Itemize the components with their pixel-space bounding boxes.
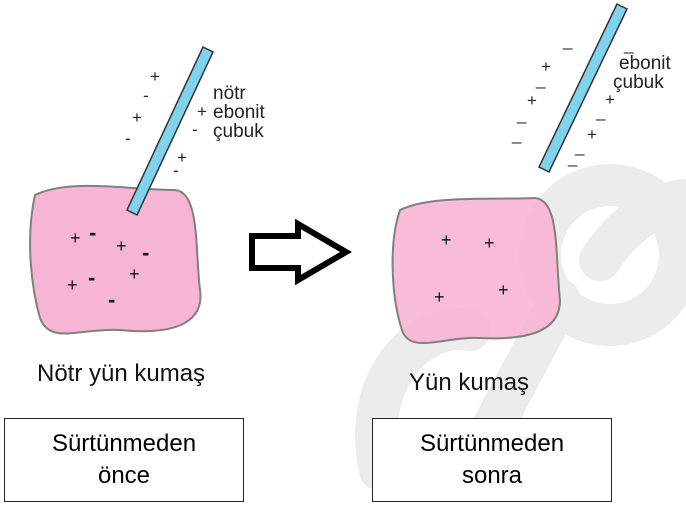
svg-text:_: _ xyxy=(535,70,546,89)
svg-text:_: _ xyxy=(562,31,573,50)
wool-cloth-after xyxy=(391,196,562,344)
svg-text:-: - xyxy=(192,120,198,139)
svg-text:+: + xyxy=(67,275,78,295)
svg-text:-: - xyxy=(142,240,149,265)
rod-label-rod: çubuk xyxy=(213,121,264,142)
cloth-caption-after: Yün kumaş xyxy=(409,369,530,396)
svg-text:+: + xyxy=(484,233,495,253)
svg-text:+: + xyxy=(116,236,127,256)
rod-label-ebonite-after: ebonit xyxy=(619,53,671,74)
svg-text:+: + xyxy=(441,230,452,250)
after-box-line-2: sonra xyxy=(461,462,523,489)
ebonite-rod-before xyxy=(126,45,214,217)
svg-text:+: + xyxy=(587,125,597,144)
rod-charges-after: _ + _ + _ _ + _ _ + _ _ xyxy=(511,31,634,167)
svg-text:+: + xyxy=(150,67,160,86)
svg-text:+: + xyxy=(177,148,187,167)
svg-text:+: + xyxy=(129,264,140,284)
cloth-caption-before: Nötr yün kumaş xyxy=(37,360,206,387)
svg-text:-: - xyxy=(89,220,96,245)
svg-text:_: _ xyxy=(511,125,522,144)
svg-text:+: + xyxy=(70,228,81,248)
svg-text:-: - xyxy=(125,129,131,148)
svg-text:+: + xyxy=(605,90,615,109)
after-friction-box: Sürtünmeden sonra xyxy=(372,418,612,502)
before-friction-box: Sürtünmeden önce xyxy=(4,418,244,502)
cloth-charges-before: + - + - + - + - xyxy=(67,220,149,312)
before-box-line-2: önce xyxy=(97,462,151,489)
svg-text:_: _ xyxy=(595,102,606,121)
svg-text:+: + xyxy=(197,102,207,121)
svg-text:-: - xyxy=(108,287,115,312)
before-box-line-1: Sürtünmeden xyxy=(51,430,197,457)
svg-text:+: + xyxy=(434,287,445,307)
svg-text:+: + xyxy=(132,108,142,127)
after-box-line-1: Sürtünmeden xyxy=(419,430,565,457)
cloth-charges-after: + + + + xyxy=(434,230,509,307)
svg-text:_: _ xyxy=(516,105,527,124)
svg-text:_: _ xyxy=(574,137,585,156)
rod-charges-before: + - + - + - + - xyxy=(125,67,207,180)
rod-label-rod-after: çubuk xyxy=(613,72,664,93)
svg-text:_: _ xyxy=(567,148,578,167)
svg-text:-: - xyxy=(173,161,179,180)
rod-label-ebonite: ebonit xyxy=(213,102,265,123)
svg-text:+: + xyxy=(527,91,537,110)
ebonite-rod-after xyxy=(538,2,628,174)
hollow-right-arrow-icon xyxy=(249,218,352,286)
rod-label-neutral: nötr xyxy=(213,83,246,104)
svg-text:-: - xyxy=(143,86,149,105)
svg-text:+: + xyxy=(498,280,509,300)
svg-text:-: - xyxy=(88,265,95,290)
svg-text:_: _ xyxy=(623,35,634,54)
svg-text:+: + xyxy=(541,57,551,76)
